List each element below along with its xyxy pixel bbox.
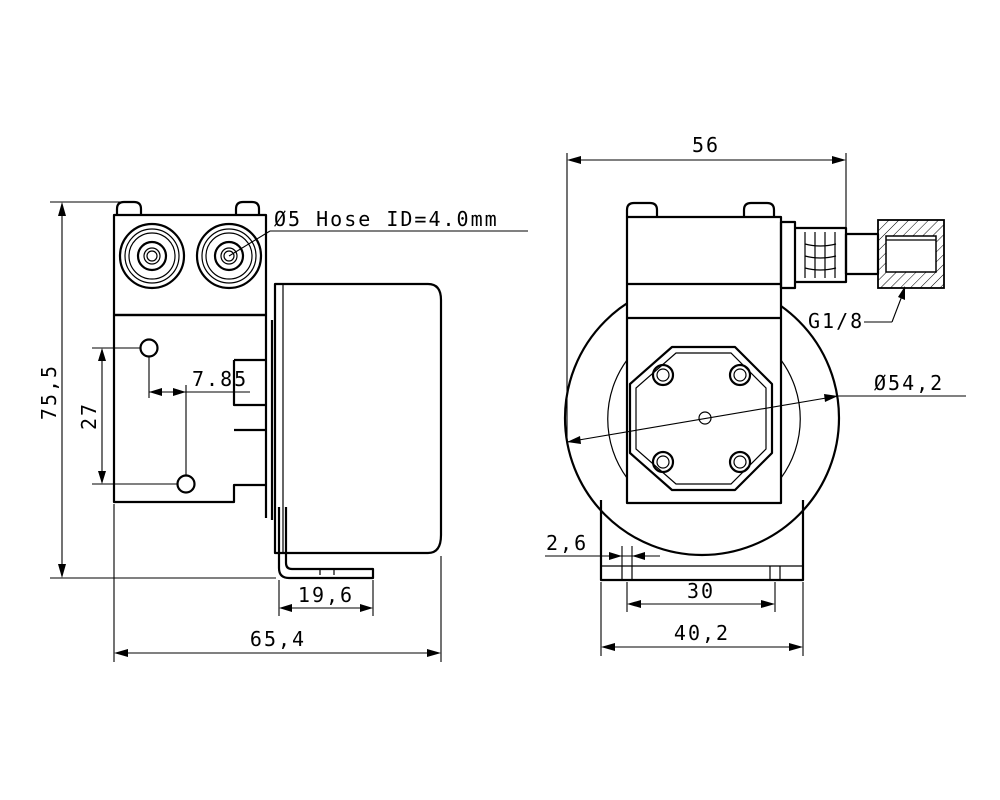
side-hole-top xyxy=(139,338,159,358)
side-fitting-left xyxy=(118,222,186,290)
side-head-block xyxy=(112,213,268,317)
side-motor xyxy=(273,282,443,555)
front-head-block xyxy=(625,215,783,505)
side-fitting-right xyxy=(195,222,263,290)
dim-left-hole-spacing: 27 xyxy=(77,402,101,430)
front-lug-left xyxy=(625,201,659,217)
front-fitting xyxy=(779,219,945,290)
side-bracket xyxy=(277,507,375,580)
side-dimensions: 75,5 27 7.85 Ø5 Hose ID=4.0mm 19,6 65,4 xyxy=(37,201,528,662)
front-lug-right xyxy=(742,201,776,217)
dim-right-diameter: Ø54,2 xyxy=(874,371,944,395)
side-hole-bottom xyxy=(176,474,196,494)
side-lower-body xyxy=(112,315,266,504)
front-view xyxy=(563,201,945,582)
front-dimensions: 56 Ø54,2 G1/8 2,6 30 40,2 xyxy=(545,133,966,656)
dim-left-bracket-width: 19,6 xyxy=(298,583,354,607)
dim-right-thread: G1/8 xyxy=(808,309,864,333)
side-lug-right xyxy=(234,200,261,215)
dim-right-plate-thickness: 2,6 xyxy=(546,531,588,555)
dim-left-height: 75,5 xyxy=(37,364,61,420)
dim-left-hole-offset: 7.85 xyxy=(192,367,248,391)
hose-note: Ø5 Hose ID=4.0mm xyxy=(274,207,499,231)
dim-right-total-width: 56 xyxy=(692,133,720,157)
side-lug-left xyxy=(115,200,143,215)
front-base xyxy=(599,500,805,582)
dim-right-base-width: 40,2 xyxy=(674,621,730,645)
front-octagon xyxy=(628,345,774,492)
side-view xyxy=(112,200,443,580)
dim-left-total-width: 65,4 xyxy=(250,627,306,651)
side-neck xyxy=(232,358,266,432)
dim-right-hole-spacing: 30 xyxy=(687,579,715,603)
